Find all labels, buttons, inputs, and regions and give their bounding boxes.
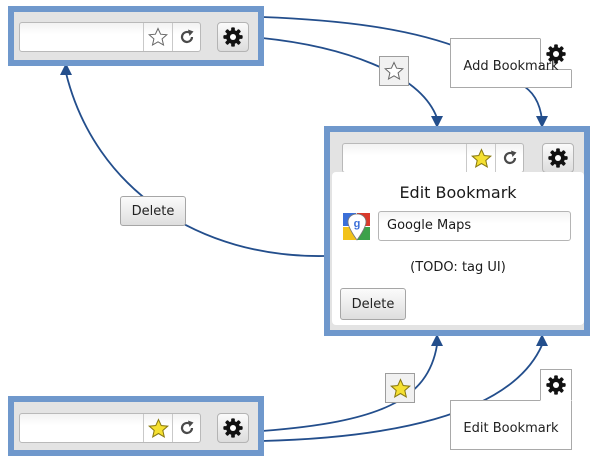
add-bookmark-label-text: Add Bookmark xyxy=(463,59,559,74)
reload-icon xyxy=(503,150,517,165)
arrowhead xyxy=(536,334,548,346)
arrow-add-label-to-edit xyxy=(519,83,543,121)
label-gear-icon-box xyxy=(540,369,572,401)
bookmark-name-field[interactable]: Google Maps xyxy=(378,211,571,241)
url-field[interactable] xyxy=(19,413,201,443)
arrow-bottom-to-edit xyxy=(261,344,438,432)
arrowhead xyxy=(536,116,548,128)
menu-button[interactable] xyxy=(217,22,249,52)
arrow-top-to-edit xyxy=(261,37,438,119)
star-click-indicator xyxy=(379,56,409,86)
star-filled-icon xyxy=(147,417,169,438)
todo-text: (TODO: tag UI) xyxy=(410,260,506,275)
url-field[interactable] xyxy=(19,22,201,52)
gear-icon xyxy=(546,375,566,395)
arrowhead xyxy=(431,334,443,346)
add-bookmark-label: Add Bookmark xyxy=(450,38,572,88)
star-outline-icon xyxy=(384,61,404,81)
star-filled-icon xyxy=(389,377,411,398)
reload-icon xyxy=(180,420,194,435)
delete-button[interactable]: Delete xyxy=(340,288,406,320)
edit-bookmark-bubble: Edit Bookmark g Google Maps (TODO: tag U… xyxy=(332,172,584,325)
url-field[interactable] xyxy=(342,143,524,173)
google-maps-favicon: g xyxy=(343,213,370,241)
star-outline-icon xyxy=(148,27,168,47)
reload-button[interactable] xyxy=(495,144,524,172)
reload-button[interactable] xyxy=(172,414,201,442)
arrow-delete-back xyxy=(65,72,325,257)
label-gear-icon-box xyxy=(540,38,572,70)
reload-icon xyxy=(180,29,194,44)
bubble-title: Edit Bookmark xyxy=(399,183,517,202)
star-click-indicator xyxy=(385,373,415,403)
arrow-top-to-add-label xyxy=(261,16,466,51)
delete-transition-button[interactable]: Delete xyxy=(120,196,186,226)
edit-bookmark-label-text: Edit Bookmark xyxy=(463,421,559,436)
star-button[interactable] xyxy=(143,23,172,51)
star-button[interactable] xyxy=(143,414,172,442)
reload-button[interactable] xyxy=(172,23,201,51)
star-button[interactable] xyxy=(466,144,495,172)
star-filled-icon xyxy=(470,147,492,168)
menu-button[interactable] xyxy=(542,143,574,173)
toolbar-state-starred xyxy=(8,396,264,456)
arrow-edit-label-to-edit xyxy=(261,344,543,442)
menu-button[interactable] xyxy=(217,413,249,443)
arrowhead xyxy=(431,116,443,128)
gear-icon xyxy=(223,418,243,438)
gear-icon xyxy=(223,27,243,47)
edit-bookmark-label: Edit Bookmark xyxy=(450,369,572,450)
arrowhead xyxy=(60,63,72,75)
gear-icon xyxy=(548,148,568,168)
toolbar-state-unstarred xyxy=(8,6,264,66)
gear-icon xyxy=(546,44,566,64)
svg-text:g: g xyxy=(354,218,361,230)
